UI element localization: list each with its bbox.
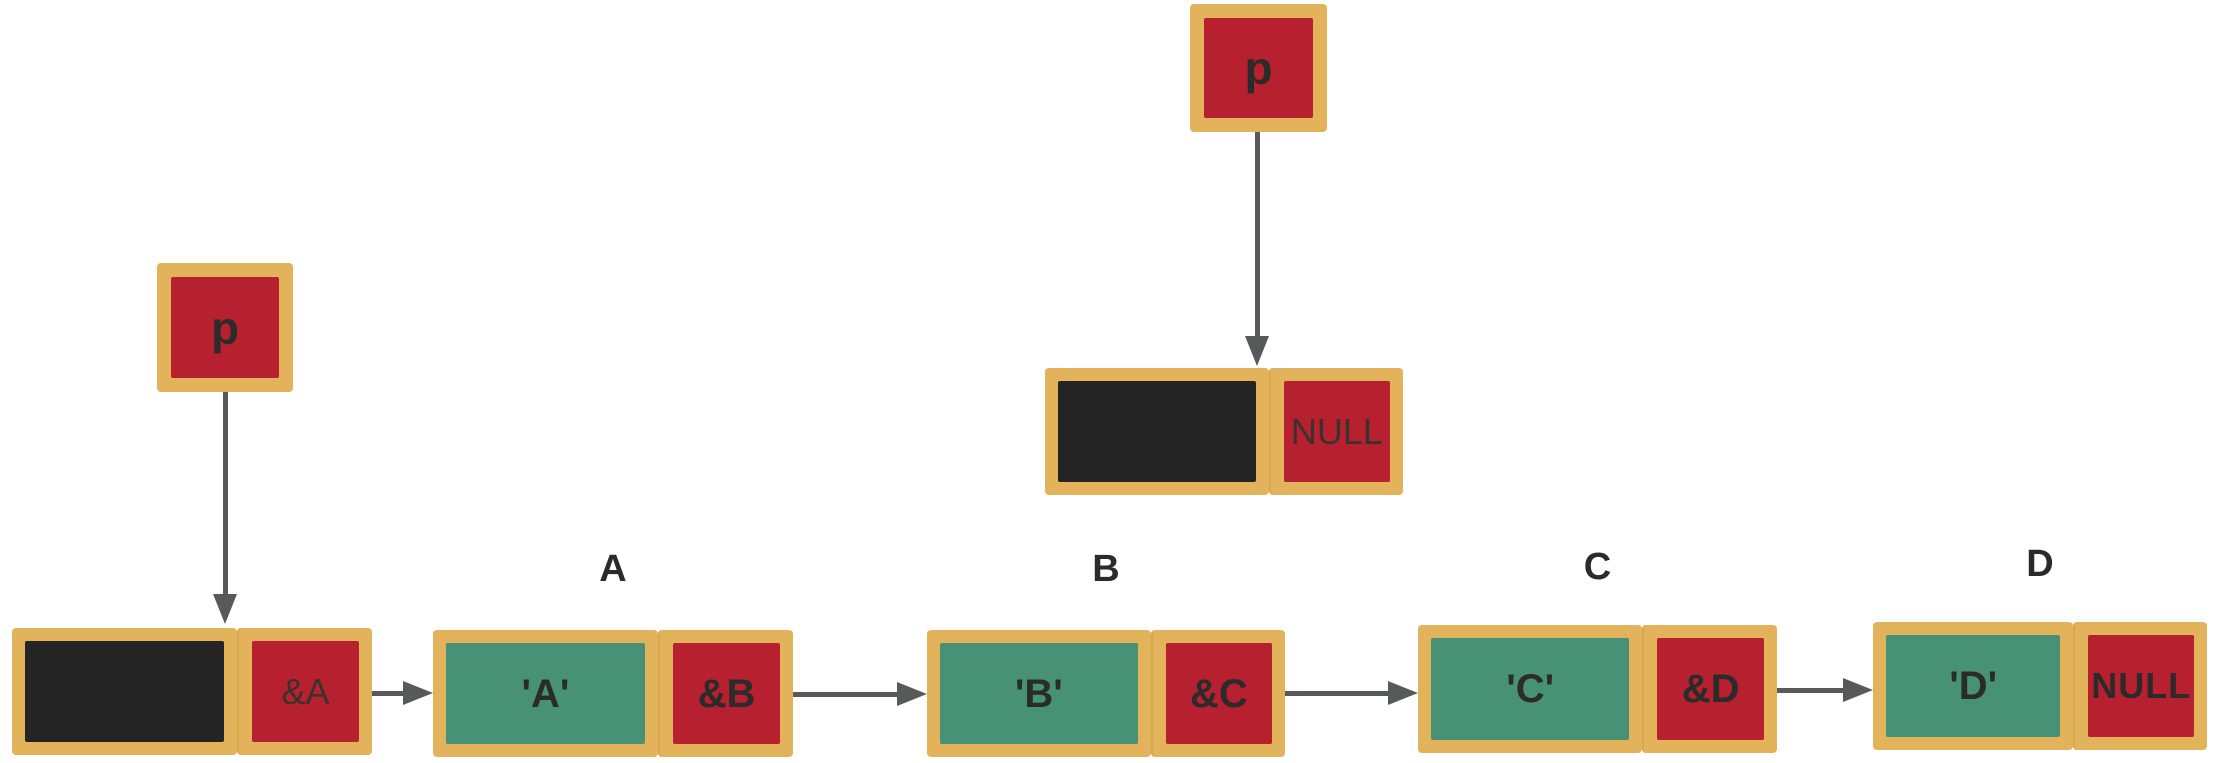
head-node-next-cell: &A [237,628,372,755]
node-a-data-fill: 'A' [446,643,645,744]
head-node-next-fill: &A [252,641,359,742]
arrow-head [1843,678,1873,702]
arrow-node-a-to-node-b [793,681,927,707]
node-d-data-value: 'D' [1949,664,1998,708]
node-d-data-fill: 'D' [1886,635,2061,737]
node-b-data-value: 'B' [1014,671,1063,716]
node-a-label: A [599,548,627,590]
arrow-shaft [1254,132,1260,338]
pointer-box-left-fill: p [171,277,279,378]
node-b-next-cell: &C [1150,630,1285,757]
node-c-label: C [1583,546,1612,588]
head-node-data-fill [25,641,224,742]
arrow-shaft [793,691,899,697]
arrow-head-node-to-node-a [372,680,433,706]
node-c-data-cell: 'C' [1418,625,1643,753]
arrow-pointer-left-to-head-node [212,392,238,624]
node-a-data-value: 'A' [521,671,570,716]
arrow-head [897,682,927,706]
arrow-shaft [1285,690,1390,696]
arrow-shaft [222,392,228,596]
node-c-data-value: 'C' [1506,667,1555,711]
node-d-label: D [2026,543,2054,585]
null-node-next-fill: NULL [1283,381,1390,482]
null-node: NULL [1045,368,1403,495]
pointer-top-label: p [1244,42,1273,94]
node-d-next-fill: NULL [2088,635,2194,737]
node-a-next-value: &B [697,671,756,716]
node-d-next-cell: NULL [2073,622,2207,750]
node-d: 'D' NULL [1873,622,2207,750]
node-b-next-value: &C [1189,671,1248,716]
node-c-next-fill: &D [1657,638,1764,740]
node-b: 'B' &C [927,630,1285,757]
pointer-box-top-fill: p [1204,18,1313,118]
arrow-node-b-to-node-c [1285,680,1418,706]
arrow-pointer-top-to-null-node [1244,132,1270,366]
node-b-data-cell: 'B' [927,630,1151,757]
arrow-head [403,681,433,705]
null-node-data-fill [1058,381,1256,482]
pointer-box-left: p [157,263,293,392]
head-node-next-value: &A [281,670,330,712]
pointer-left-label: p [210,301,240,354]
node-c-next-value: &D [1681,667,1740,711]
node-c-next-cell: &D [1642,625,1777,753]
node-c: 'C' &D [1418,625,1777,753]
null-node-data-cell [1045,368,1269,495]
pointer-box-top: p [1190,4,1327,132]
node-c-data-fill: 'C' [1431,638,1630,740]
head-node: &A [12,628,372,755]
node-a: 'A' &B [433,630,793,757]
arrow-shaft [1777,687,1845,693]
node-b-next-fill: &C [1165,643,1272,744]
arrow-node-c-to-node-d [1777,677,1873,703]
node-a-next-cell: &B [658,630,793,757]
node-d-next-value: NULL [2091,665,2192,706]
arrow-head [1388,681,1418,705]
arrow-head [213,594,237,624]
arrow-head [1245,336,1269,366]
node-a-data-cell: 'A' [433,630,658,757]
node-b-label: B [1092,548,1120,590]
head-node-data-cell [12,628,237,755]
node-a-next-fill: &B [673,643,780,744]
node-d-data-cell: 'D' [1873,622,2074,750]
null-node-next-cell: NULL [1268,368,1403,495]
node-b-data-fill: 'B' [940,643,1138,744]
arrow-shaft [372,690,405,696]
null-node-next-value: NULL [1290,410,1383,452]
